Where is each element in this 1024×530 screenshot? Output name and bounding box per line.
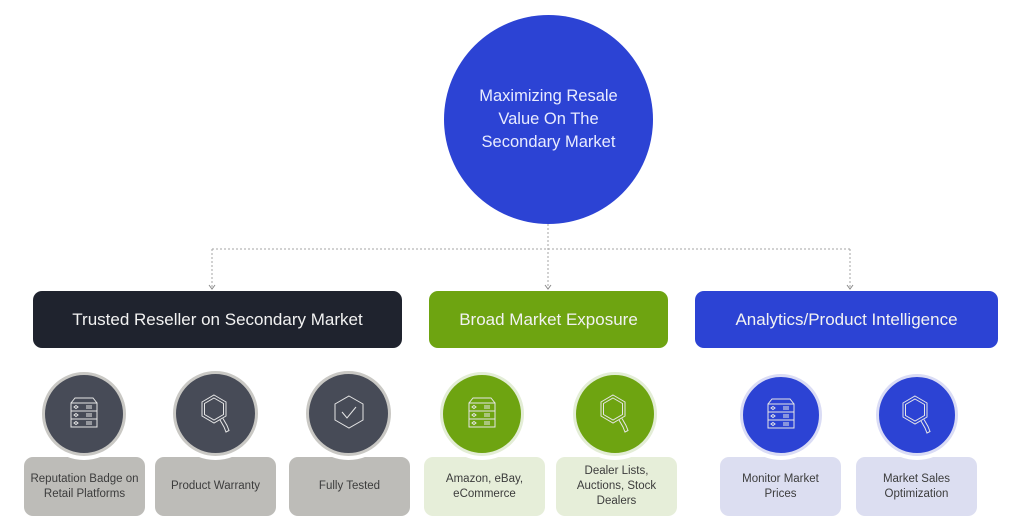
item-card-amazon-ebay: Amazon, eBay, eCommerce [424, 457, 545, 516]
group-header-label: Analytics/Product Intelligence [735, 309, 958, 329]
item-card-fully-tested: Fully Tested [289, 457, 410, 516]
arrowhead-group-2 [544, 284, 552, 290]
arrowhead-group-3 [846, 284, 854, 290]
item-card-dealer-lists: Dealer Lists, Auctions, Stock Dealers [556, 457, 677, 516]
item-icon-circle [306, 371, 391, 456]
item-label: Market Sales Optimization [882, 472, 951, 500]
server-icon [70, 397, 98, 428]
item-icon-circle [573, 372, 657, 456]
item-card-monitor-market-prices: Monitor Market Prices [720, 457, 841, 516]
group-header-trusted-reseller: Trusted Reseller on Secondary Market [33, 291, 402, 348]
root-node-label: Maximizing Resale Value On The Secondary… [479, 87, 618, 151]
hexagon-magnifier-icon [201, 394, 229, 432]
item-card-reputation-badge: Reputation Badge on Retail Platforms [24, 457, 145, 516]
item-icon-circle [876, 374, 958, 456]
item-icon-circle [42, 372, 126, 456]
hexagon-magnifier-icon [902, 395, 931, 434]
item-label: Product Warranty [170, 480, 261, 492]
item-card-market-sales-optimization: Market Sales Optimization [856, 457, 977, 516]
arrowhead-group-1 [208, 284, 216, 290]
group-header-label: Trusted Reseller on Secondary Market [72, 309, 363, 329]
item-label: Fully Tested [318, 480, 381, 492]
item-label: Reputation Badge on Retail Platforms [30, 472, 139, 500]
group-header-label: Broad Market Exposure [459, 309, 638, 329]
item-icon-circle [440, 372, 524, 456]
group-header-broad-market-exposure: Broad Market Exposure [429, 291, 668, 348]
hexagon-check-icon [334, 395, 363, 428]
item-label: Dealer Lists, Auctions, Stock Dealers [576, 465, 657, 507]
item-card-product-warranty: Product Warranty [155, 457, 276, 516]
item-label: Amazon, eBay, eCommerce [445, 472, 524, 500]
group-header-analytics: Analytics/Product Intelligence [695, 291, 998, 348]
server-icon [468, 397, 496, 428]
item-label: Monitor Market Prices [742, 472, 819, 500]
server-icon [767, 398, 795, 429]
item-icon-circle [173, 371, 258, 456]
item-icon-circle [740, 374, 822, 456]
hexagon-magnifier-icon [600, 394, 629, 433]
root-node: Maximizing Resale Value On The Secondary… [444, 15, 653, 224]
